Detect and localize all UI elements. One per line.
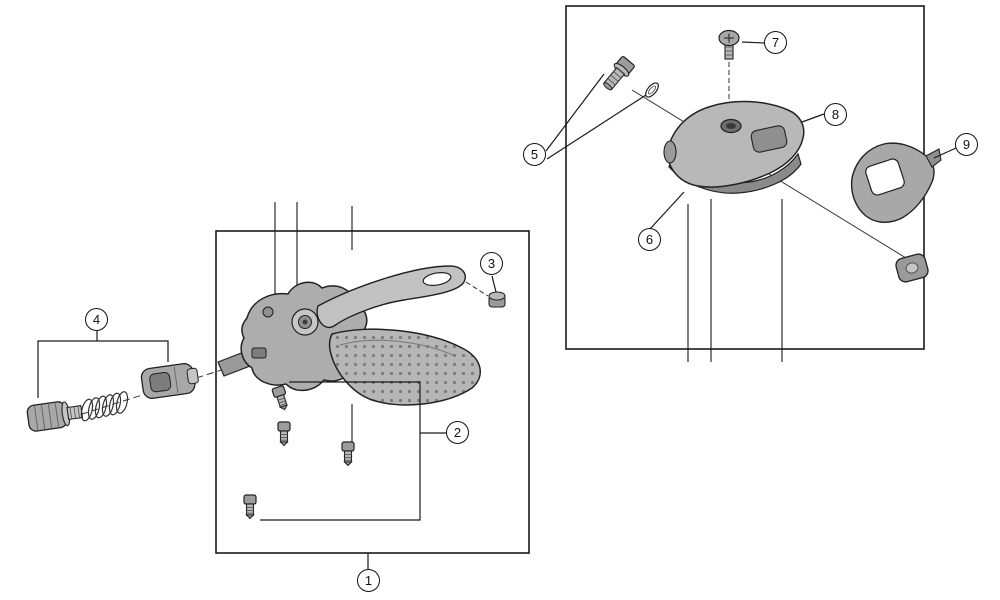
leader-lines [367, 41, 957, 569]
callout-bracket-2 [260, 381, 447, 521]
callout-9: 9 [955, 133, 978, 156]
clamp-band-part [850, 142, 942, 223]
callout-4: 4 [85, 308, 108, 331]
washer-part [645, 82, 659, 98]
callout-6: 6 [638, 228, 661, 251]
mount-bolt-part [271, 384, 292, 413]
callout-1: 1 [357, 569, 380, 592]
callout-7: 7 [764, 31, 787, 54]
mount-bolt-part [277, 421, 291, 447]
cap-part [488, 291, 506, 308]
mount-bolt-part [341, 441, 355, 467]
shift-paddle-part [328, 328, 482, 406]
coil-spring-part [80, 391, 129, 422]
release-lever-part [316, 265, 466, 329]
callout-8: 8 [824, 103, 847, 126]
callout-5: 5 [523, 143, 546, 166]
cover-screw-part [718, 29, 740, 60]
clamp-nut-part [895, 253, 929, 283]
barrel-adjuster-part [26, 401, 84, 432]
callout-3: 3 [480, 252, 503, 275]
phantom-lines [274, 199, 783, 442]
mount-bolt-part [243, 494, 257, 520]
clamp-bolt-part [603, 56, 635, 91]
left-parts-box [215, 230, 530, 554]
callout-2: 2 [446, 421, 469, 444]
cable-adjust-cover-part [140, 363, 199, 399]
callout-bracket-4 [37, 331, 169, 398]
cover-part [663, 100, 805, 194]
